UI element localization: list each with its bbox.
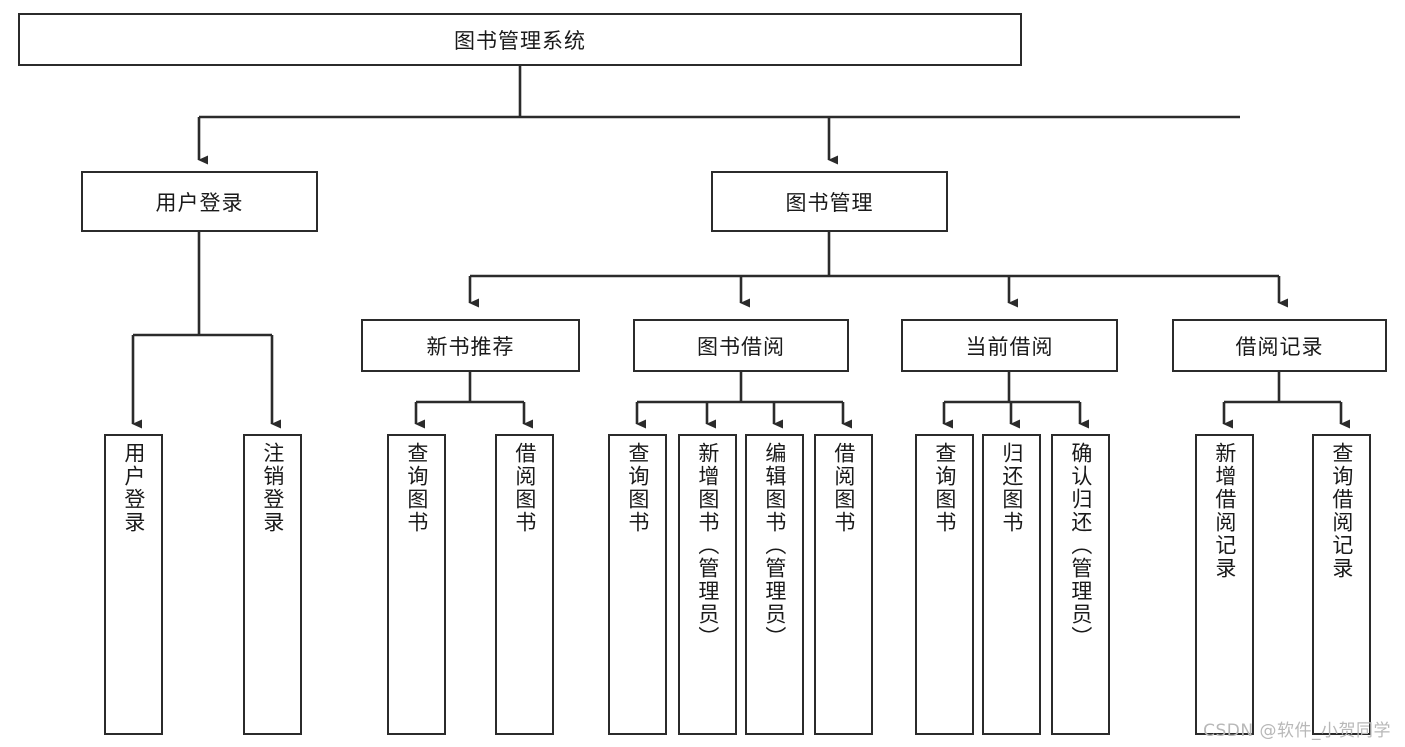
leaf-book-borrow-2-label: 新增图书（管理员） (695, 442, 720, 649)
node-root[interactable]: 图书管理系统 (18, 13, 1022, 66)
leaf-new-book-1-label: 查询图书 (404, 442, 429, 534)
leaf-book-borrow-4-label: 借阅图书 (831, 442, 856, 534)
leaf-new-book-2[interactable]: 借阅图书 (495, 434, 554, 735)
node-borrow-record-label: 借阅记录 (1235, 334, 1324, 359)
leaf-user-login-2[interactable]: 注销登录 (243, 434, 302, 735)
node-book-borrow-label: 图书借阅 (697, 334, 785, 359)
leaf-borrow-record-2[interactable]: 查询借阅记录 (1312, 434, 1371, 735)
node-book-management[interactable]: 图书管理 (711, 171, 948, 232)
leaf-new-book-2-label: 借阅图书 (512, 442, 537, 534)
node-user-login[interactable]: 用户登录 (81, 171, 318, 232)
leaf-current-borrow-2[interactable]: 归还图书 (982, 434, 1041, 735)
node-current-borrow-label: 当前借阅 (965, 334, 1054, 359)
leaf-current-borrow-3[interactable]: 确认归还（管理员） (1051, 434, 1110, 735)
leaf-current-borrow-2-label: 归还图书 (999, 442, 1024, 534)
leaf-book-borrow-3[interactable]: 编辑图书（管理员） (745, 434, 804, 735)
leaf-book-borrow-1[interactable]: 查询图书 (608, 434, 667, 735)
leaf-new-book-1[interactable]: 查询图书 (387, 434, 446, 735)
leaf-current-borrow-3-label: 确认归还（管理员） (1068, 442, 1093, 649)
node-root-label: 图书管理系统 (454, 28, 586, 53)
node-book-management-label: 图书管理 (785, 190, 874, 215)
leaf-current-borrow-1[interactable]: 查询图书 (915, 434, 974, 735)
leaf-user-login-2-label: 注销登录 (260, 442, 285, 534)
leaf-book-borrow-4[interactable]: 借阅图书 (814, 434, 873, 735)
leaf-current-borrow-1-label: 查询图书 (932, 442, 957, 534)
node-new-book-recommend[interactable]: 新书推荐 (361, 319, 580, 372)
leaf-book-borrow-1-label: 查询图书 (625, 442, 650, 534)
leaf-borrow-record-1-label: 新增借阅记录 (1212, 442, 1237, 580)
leaf-borrow-record-2-label: 查询借阅记录 (1329, 442, 1354, 580)
leaf-book-borrow-3-label: 编辑图书（管理员） (762, 442, 787, 649)
leaf-user-login-1-label: 用户登录 (121, 442, 146, 534)
node-current-borrow[interactable]: 当前借阅 (901, 319, 1118, 372)
node-book-borrow[interactable]: 图书借阅 (633, 319, 849, 372)
node-borrow-record[interactable]: 借阅记录 (1172, 319, 1387, 372)
leaf-user-login-1[interactable]: 用户登录 (104, 434, 163, 735)
node-new-book-recommend-label: 新书推荐 (426, 334, 515, 359)
leaf-book-borrow-2[interactable]: 新增图书（管理员） (678, 434, 737, 735)
leaf-borrow-record-1[interactable]: 新增借阅记录 (1195, 434, 1254, 735)
node-user-login-label: 用户登录 (155, 190, 244, 215)
